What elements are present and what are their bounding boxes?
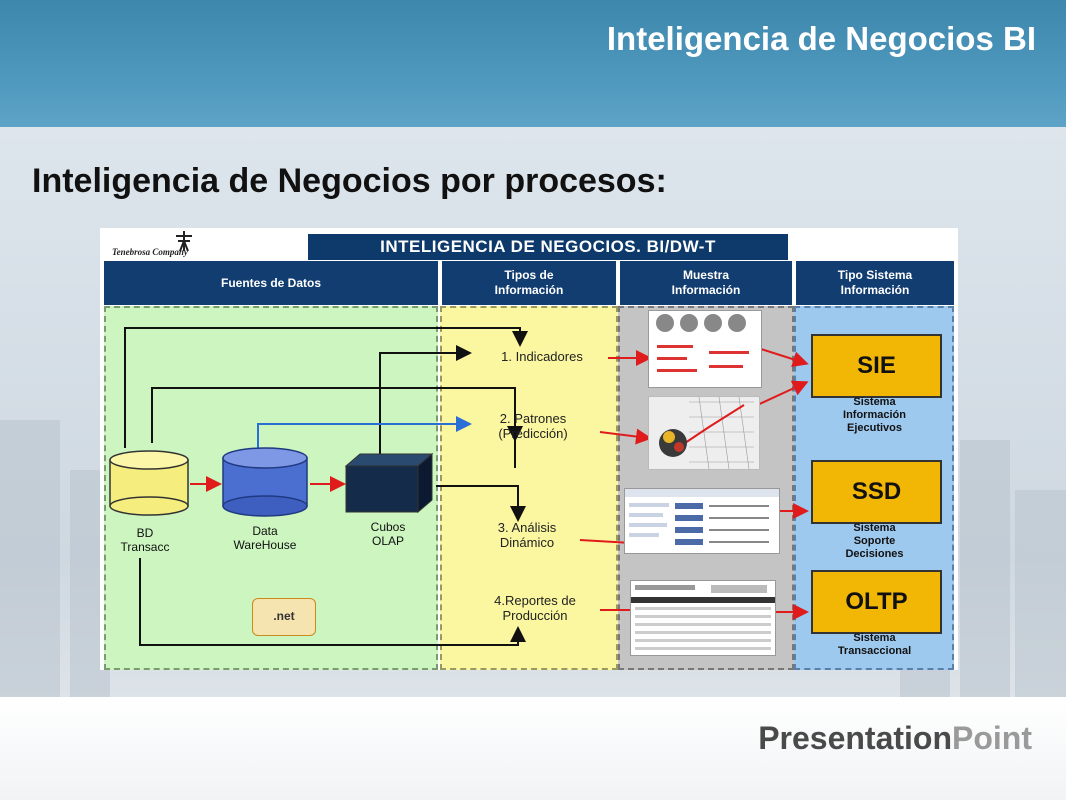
slide-footer	[0, 697, 1066, 800]
bd-transacc-label: BD Transacc	[120, 526, 170, 554]
database-cylinder-icon	[109, 450, 189, 516]
data-warehouse-label: Data WareHouse	[233, 524, 297, 552]
system-box-sie: SIE	[811, 334, 942, 398]
diagram-connectors	[109, 327, 809, 646]
column-header-sources: Fuentes de Datos	[104, 261, 438, 305]
system-desc-oltp: Sistema Transaccional	[837, 632, 912, 657]
info-types-column	[440, 306, 618, 670]
indicators-thumbnail	[648, 310, 762, 388]
production-report-thumbnail	[630, 580, 776, 656]
info-type-analisis: 3. Análisis Dinámico	[497, 520, 557, 550]
diagram-banner: INTELIGENCIA DE NEGOCIOS. BI/DW-T	[308, 234, 788, 260]
brand-part-presentation: Presentation	[758, 720, 953, 756]
cubos-olap-label: Cubos OLAP	[370, 520, 406, 548]
column-header-system-type: Tipo Sistema Información	[796, 261, 954, 305]
data-warehouse-cylinder-icon	[222, 447, 308, 517]
slide-heading: Inteligencia de Negocios por procesos:	[32, 162, 667, 200]
tower-logo-icon	[176, 231, 192, 252]
dynamic-analysis-thumbnail	[624, 488, 780, 554]
info-type-patrones: 2. Patrones (Predicción)	[498, 411, 568, 441]
bi-process-diagram: Tenebrosa Company INTELIGENCIA DE NEGOCI…	[100, 228, 958, 670]
system-desc-ssd: Sistema Soporte Decisiones	[845, 522, 904, 560]
system-box-ssd: SSD	[811, 460, 942, 524]
system-box-oltp: OLTP	[811, 570, 942, 634]
olap-cube-icon	[344, 452, 434, 514]
slide-header-bar: Inteligencia de Negocios BI	[0, 0, 1066, 127]
info-type-indicadores: 1. Indicadores	[501, 349, 583, 364]
column-header-info-types: Tipos de Información	[442, 261, 616, 305]
dotnet-logo: .net	[252, 598, 316, 636]
system-desc-sie: Sistema Información Ejecutivos	[843, 396, 906, 434]
info-type-reportes: 4.Reportes de Producción	[494, 593, 576, 623]
column-header-sample: Muestra Información	[620, 261, 792, 305]
company-logo-text: Tenebrosa Company	[112, 247, 188, 257]
slide-header-title: Inteligencia de Negocios BI	[606, 20, 1036, 57]
presentationpoint-logo: PresentationPoint	[758, 720, 1032, 757]
brand-part-point: Point	[952, 720, 1032, 756]
patterns-thumbnail	[648, 396, 760, 470]
